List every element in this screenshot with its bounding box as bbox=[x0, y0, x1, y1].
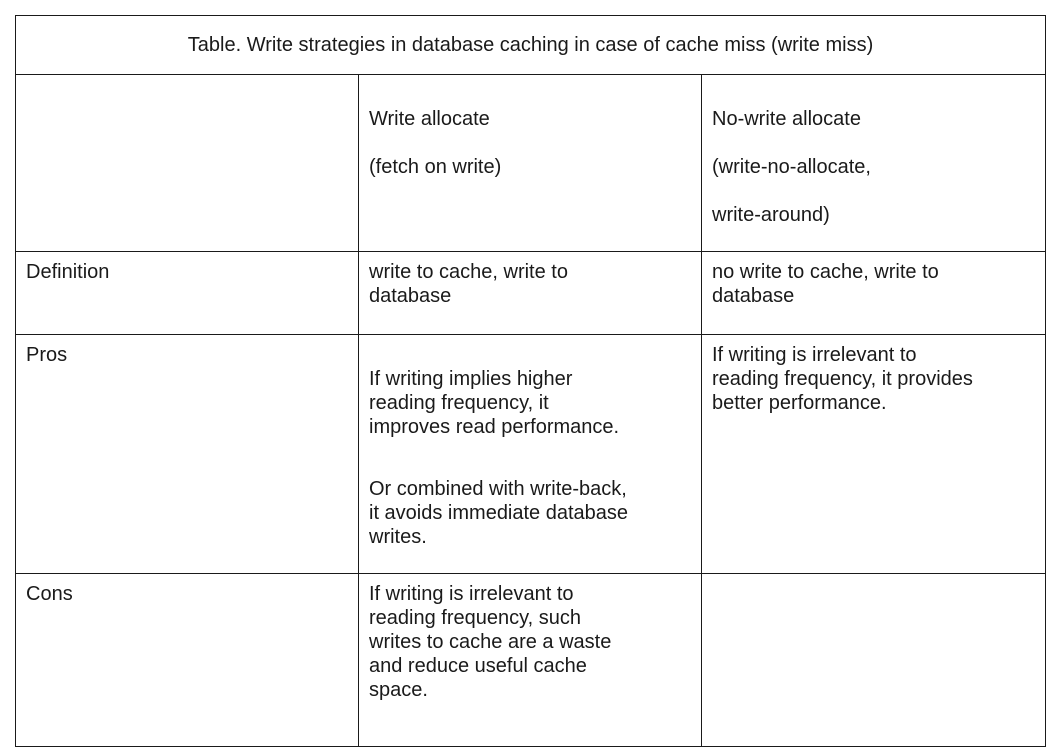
pros-no-write-allocate: If writing is irrelevant to reading freq… bbox=[712, 344, 973, 414]
write-strategies-table: Table. Write strategies in database cach… bbox=[14, 15, 1047, 747]
header-no-write-allocate-alias-1: (write-no-allocate, bbox=[712, 156, 871, 178]
cons-no-write-allocate-cell bbox=[700, 573, 1047, 747]
header-no-write-allocate-title: No-write allocate bbox=[712, 108, 861, 130]
header-empty-cell bbox=[15, 74, 359, 252]
pros-no-write-allocate-cell: If writing is irrelevant to reading freq… bbox=[700, 334, 1047, 574]
definition-write-allocate: write to cache, write to database bbox=[369, 261, 568, 307]
header-no-write-allocate: No-write allocate (write-no-allocate, wr… bbox=[700, 74, 1047, 252]
table-header-row: Write allocate (fetch on write) No-write… bbox=[15, 74, 1047, 252]
pros-write-allocate-paragraph-2: Or combined with write-back, it avoids i… bbox=[369, 478, 629, 548]
table-row-cons: Cons If writing is irrelevant to reading… bbox=[15, 573, 1047, 747]
definition-no-write-allocate: no write to cache, write to database bbox=[712, 261, 939, 307]
definition-write-allocate-cell: write to cache, write to database bbox=[358, 251, 702, 335]
row-label-cell: Cons bbox=[15, 573, 359, 747]
row-label-cell: Definition bbox=[15, 251, 359, 335]
pros-write-allocate-paragraph-1: If writing implies higher reading freque… bbox=[369, 368, 620, 438]
row-label-definition: Definition bbox=[26, 261, 110, 283]
header-write-allocate-title: Write allocate bbox=[369, 108, 490, 130]
row-label-cell: Pros bbox=[15, 334, 359, 574]
header-write-allocate: Write allocate (fetch on write) bbox=[358, 74, 702, 252]
header-write-allocate-subtitle: (fetch on write) bbox=[369, 156, 502, 178]
table-row-definition: Definition write to cache, write to data… bbox=[15, 251, 1047, 335]
row-label-pros: Pros bbox=[26, 344, 68, 366]
cons-write-allocate-cell: If writing is irrelevant to reading freq… bbox=[358, 573, 702, 747]
header-no-write-allocate-alias-2: write-around) bbox=[712, 204, 830, 226]
pros-write-allocate-cell: If writing implies higher reading freque… bbox=[358, 334, 702, 574]
table-caption: Table. Write strategies in database cach… bbox=[14, 15, 1047, 75]
table-caption-row: Table. Write strategies in database cach… bbox=[14, 15, 1047, 75]
definition-no-write-allocate-cell: no write to cache, write to database bbox=[700, 251, 1047, 335]
table-row-pros: Pros If writing implies higher reading f… bbox=[15, 334, 1047, 574]
cons-write-allocate: If writing is irrelevant to reading freq… bbox=[369, 583, 612, 701]
row-label-cons: Cons bbox=[26, 583, 73, 605]
